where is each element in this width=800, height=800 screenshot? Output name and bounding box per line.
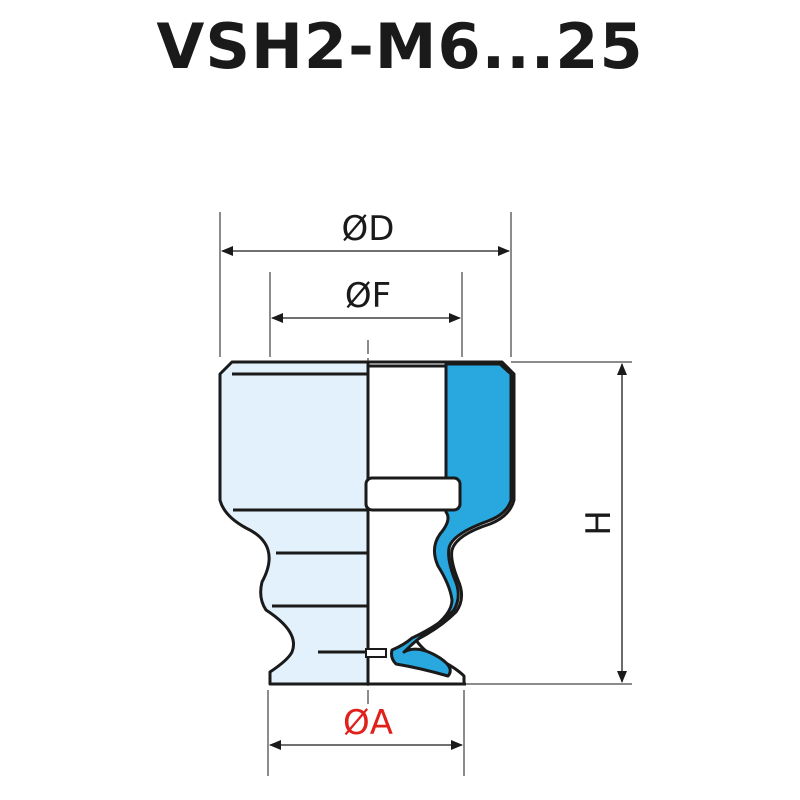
- section-inner-lines: [368, 364, 448, 478]
- dimension-label-a: ØA: [343, 703, 393, 743]
- dimension-label-f: ØF: [345, 276, 391, 316]
- dimension-arrows: [221, 246, 627, 750]
- cup-section-wall: [390, 362, 513, 678]
- extension-lines: [219, 212, 632, 776]
- product-title: VSH2-M6...25: [156, 10, 644, 83]
- thread-insert: [364, 476, 462, 512]
- dimension-label-h: H: [579, 510, 619, 536]
- exterior-contour-lines: [232, 372, 368, 654]
- cup-exterior-view: [218, 360, 370, 686]
- dimension-label-d: ØD: [342, 209, 395, 249]
- air-channel: [365, 648, 387, 658]
